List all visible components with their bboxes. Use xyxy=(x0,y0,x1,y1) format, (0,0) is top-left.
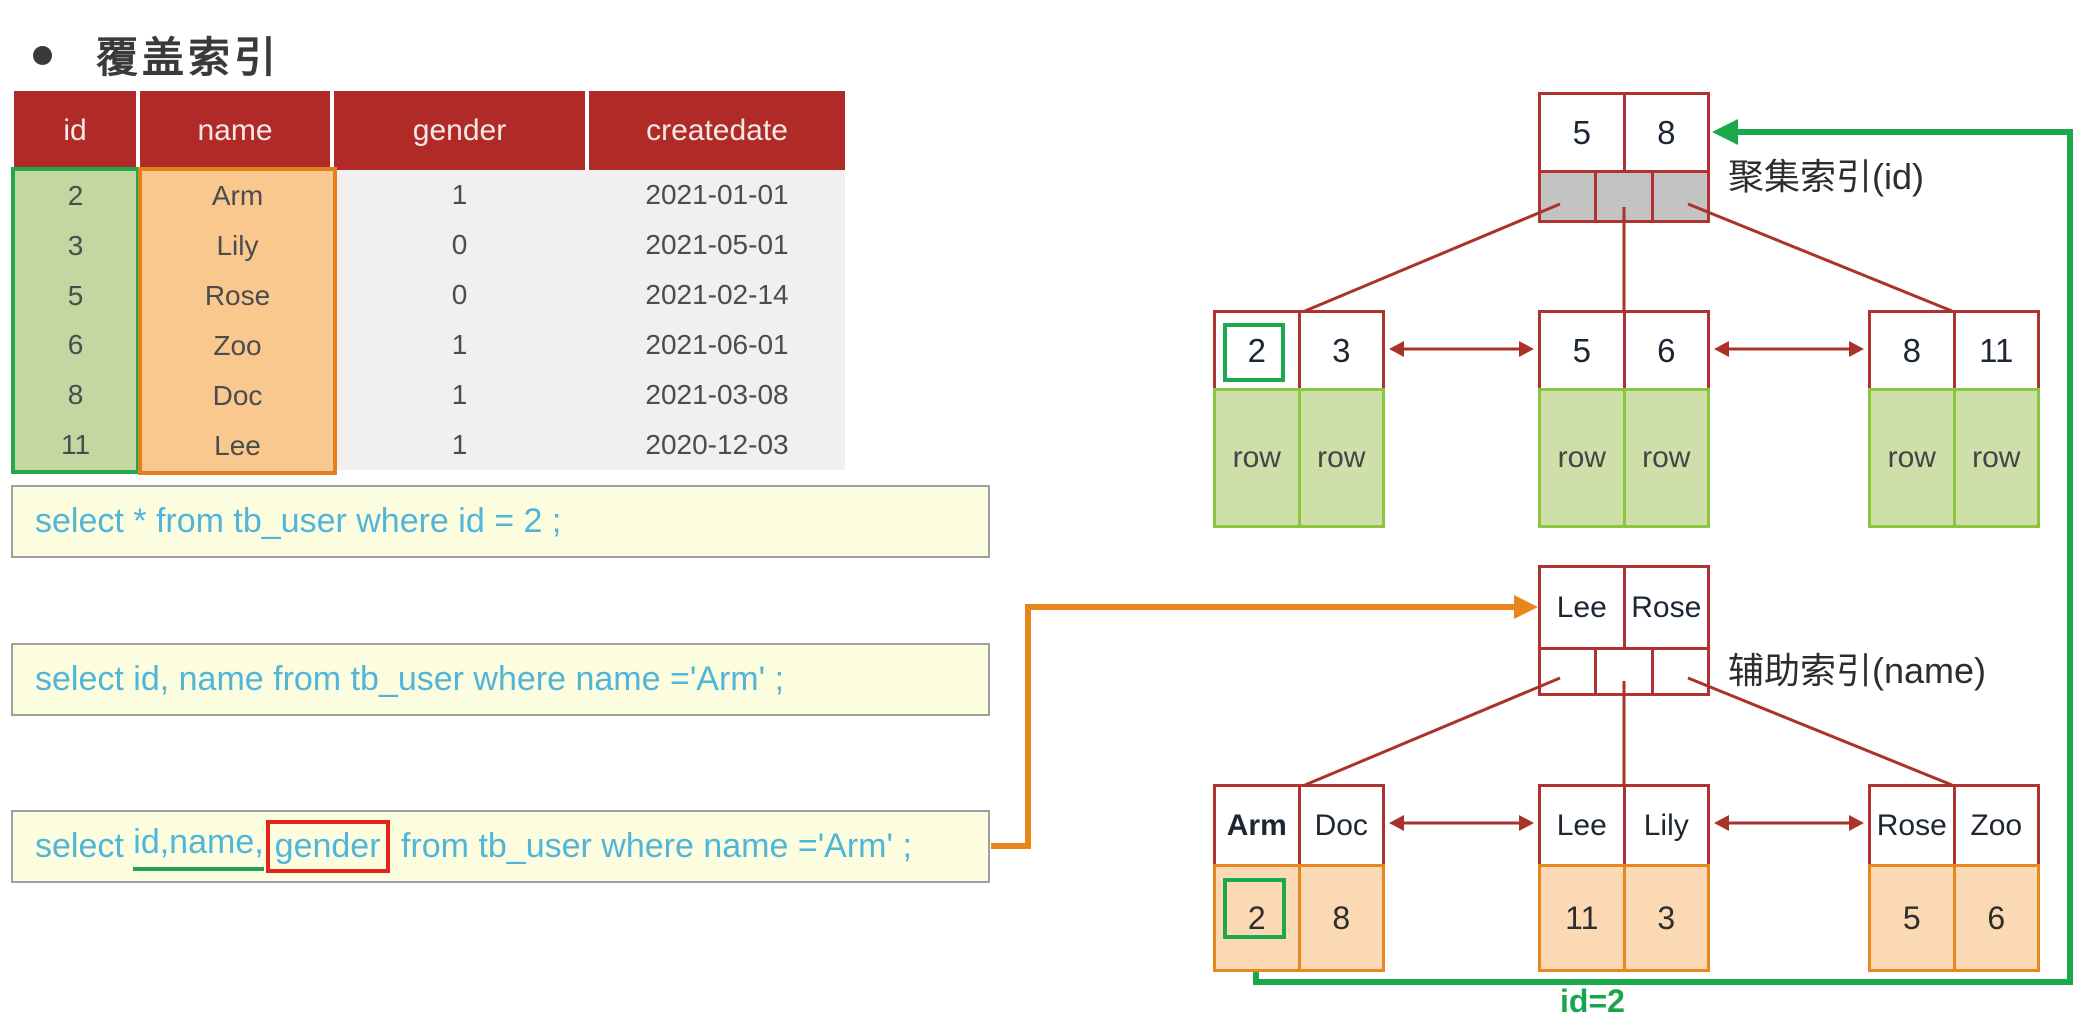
createdate-column: 2021-01-01 2021-05-01 2021-02-14 2021-06… xyxy=(589,170,845,470)
row-pointer: row xyxy=(1232,441,1281,474)
table-cell: Lily xyxy=(216,230,259,261)
id-column-highlighted: 2 3 5 6 8 11 xyxy=(11,167,140,474)
table-cell: 1 xyxy=(451,379,468,410)
node-key: Rose xyxy=(1622,568,1708,647)
node-key: Rose xyxy=(1876,808,1947,842)
id-value: 8 xyxy=(1297,867,1383,969)
secondary-index-label: 辅助索引(name) xyxy=(1728,650,1987,691)
table-cell: 0 xyxy=(451,229,468,260)
pointer-cell xyxy=(1541,173,1595,220)
pointer-row xyxy=(1538,647,1710,696)
node-key: Lily xyxy=(1622,787,1708,864)
col-header-createdate: createdate xyxy=(589,91,845,170)
table-header: id name gender createdate xyxy=(14,91,845,170)
sql3-suffix: from tb_user where name ='Arm' ; xyxy=(391,827,912,865)
node-key: 6 xyxy=(1622,313,1708,388)
clustered-leaf-node-1: 2 3 row row xyxy=(1213,310,1385,528)
gender-column: 1 0 0 1 1 1 xyxy=(334,170,585,470)
id-value: 6 xyxy=(1952,867,2038,969)
row-pointer: row xyxy=(1952,391,2038,525)
table-cell: Doc xyxy=(212,380,263,411)
row-pointer: row xyxy=(1887,441,1936,474)
node-key: 11 xyxy=(1952,313,2038,388)
secondary-leaf-node-3: Rose Zoo 5 6 xyxy=(1868,784,2040,972)
table-cell: 2 xyxy=(67,179,84,211)
table-cell: 2021-03-08 xyxy=(645,379,789,410)
clustered-root-node: 5 8 xyxy=(1538,92,1710,223)
found-key-highlight xyxy=(1223,323,1285,382)
node-key: Doc xyxy=(1297,787,1383,864)
table-cell: 1 xyxy=(451,329,468,360)
col-header-name: name xyxy=(140,91,330,170)
table-body: 1 0 0 1 1 1 2021-01-01 2021-05-01 2021-0… xyxy=(11,167,845,478)
sql-query-1: select * from tb_user where id = 2 ; xyxy=(11,485,990,558)
table-cell: Zoo xyxy=(213,330,262,361)
pointer-cell xyxy=(1541,650,1595,693)
pointer-row xyxy=(1538,170,1710,223)
row-pointer: row xyxy=(1557,441,1606,474)
node-key: 3 xyxy=(1297,313,1383,388)
row-pointer: row xyxy=(1622,391,1708,525)
pointer-cell xyxy=(1594,650,1651,693)
id-value: 5 xyxy=(1902,899,1921,936)
node-key: Zoo xyxy=(1952,787,2038,864)
table-cell: 0 xyxy=(451,279,468,310)
node-key: 5 xyxy=(1572,113,1591,151)
clustered-index-label: 聚集索引(id) xyxy=(1728,156,1924,197)
secondary-leaf-node-1: Arm Doc 2 8 xyxy=(1213,784,1385,972)
pointer-cell xyxy=(1594,173,1651,220)
table-body-background xyxy=(330,170,845,470)
table-cell: Rose xyxy=(204,280,271,311)
table-cell: 11 xyxy=(60,429,91,461)
table-cell: 5 xyxy=(67,279,84,311)
table-cell: Arm xyxy=(211,180,264,211)
table-cell: 1 xyxy=(451,429,468,460)
node-key: Lee xyxy=(1556,808,1607,842)
node-key: Lee xyxy=(1556,590,1607,624)
pointer-cell xyxy=(1650,173,1707,220)
sql3-boxed-column: gender xyxy=(265,820,390,873)
sql-query-2: select id, name from tb_user where name … xyxy=(11,643,990,716)
table-cell: 2021-02-14 xyxy=(645,279,789,310)
id-value: 11 xyxy=(1565,899,1599,936)
table-cell: 2020-12-03 xyxy=(645,429,789,460)
node-key: 8 xyxy=(1902,331,1921,369)
table-cell: 2021-01-01 xyxy=(645,179,789,210)
pointer-cell xyxy=(1650,650,1707,693)
node-key: 8 xyxy=(1622,95,1708,170)
name-column-highlighted: Arm Lily Rose Zoo Doc Lee xyxy=(138,167,337,475)
sql3-underlined-columns: id,name, xyxy=(133,823,264,871)
table-cell: 1 xyxy=(451,179,468,210)
bullet-icon xyxy=(33,46,52,65)
id-value: 3 xyxy=(1622,867,1708,969)
table-cell: 2021-05-01 xyxy=(645,229,789,260)
clustered-leaf-node-2: 5 6 row row xyxy=(1538,310,1710,528)
table-cell: 2021-06-01 xyxy=(645,329,789,360)
table-cell: Lee xyxy=(214,430,261,461)
found-id-highlight xyxy=(1223,878,1286,939)
sql3-prefix: select xyxy=(35,827,134,865)
col-header-gender: gender xyxy=(334,91,585,170)
clustered-leaf-node-3: 8 11 row row xyxy=(1868,310,2040,528)
table-cell: 8 xyxy=(67,379,84,411)
node-key: Arm xyxy=(1226,808,1287,842)
page-title: 覆盖索引 xyxy=(96,34,281,81)
node-key: 5 xyxy=(1572,331,1591,369)
col-header-id: id xyxy=(14,91,136,170)
sql-query-3: select id,name,gender from tb_user where… xyxy=(11,810,990,883)
secondary-root-node: Lee Rose xyxy=(1538,565,1710,696)
row-pointer: row xyxy=(1297,391,1383,525)
table-cell: 3 xyxy=(67,229,84,261)
secondary-leaf-node-2: Lee Lily 11 3 xyxy=(1538,784,1710,972)
table-cell: 6 xyxy=(67,329,84,361)
back-lookup-label: id=2 xyxy=(1560,983,1625,1019)
